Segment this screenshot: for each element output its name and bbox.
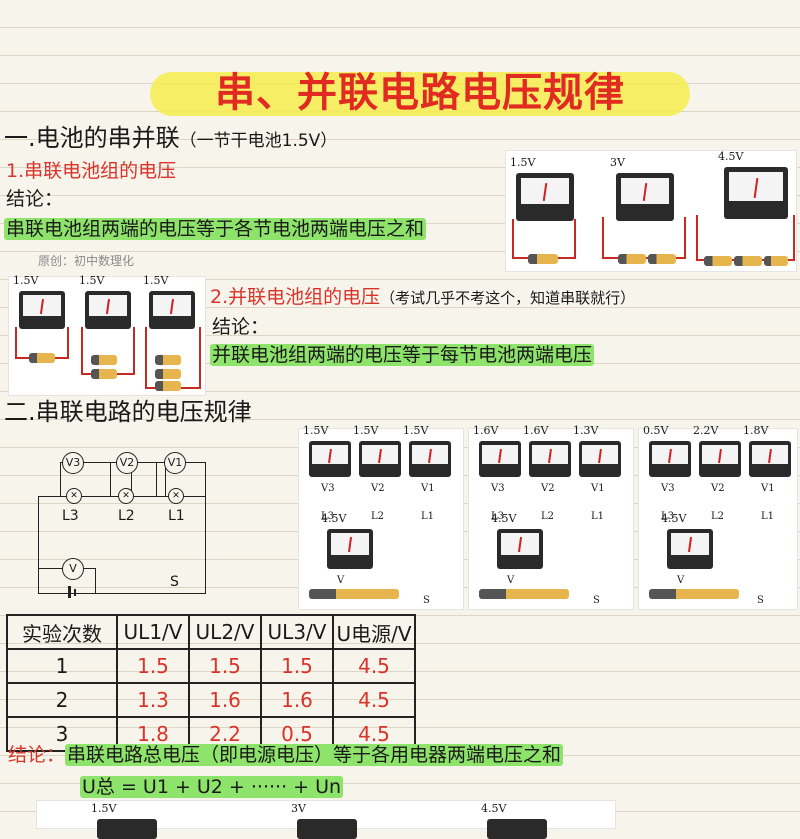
section2-heading: 二.串联电路的电压规律 xyxy=(4,398,252,426)
lamp-l2-symbol: ✕ xyxy=(118,488,134,504)
experiment-photo-1: 1.5V 1.5V 1.5V V3 V2 V1 L3 L2 L1 4.5V V … xyxy=(298,424,464,610)
source-voltmeter-symbol: V xyxy=(62,558,84,580)
section1-note: （一节干电池1.5V） xyxy=(179,131,338,151)
series-battery-photo: 1.5V 3V 4.5V xyxy=(505,150,797,272)
table-cell: 4.5 xyxy=(332,648,416,684)
lamp-l1-symbol: ✕ xyxy=(168,488,184,504)
sub2-conclusion: 并联电池组两端的电压等于每节电池两端电压 xyxy=(210,344,595,366)
table-cell: 1.5 xyxy=(260,648,334,684)
panel2-total-meter: 4.5V xyxy=(491,512,543,569)
lamp-l3-symbol: ✕ xyxy=(66,488,82,504)
table-row: 2 1.3 1.6 1.6 4.5 xyxy=(6,682,416,718)
voltmeter-v1-symbol: V1 xyxy=(164,452,186,474)
sub2-title: 2.并联电池组的电压（考试几乎不考这个，知道串联就行） xyxy=(210,286,636,308)
series-circuit-diagram: V3 V2 V1 ✕ ✕ ✕ L3 L2 L1 V S xyxy=(30,448,210,604)
voltmeter-p3: 1.5V xyxy=(143,274,195,329)
table-cell: 1.3 xyxy=(116,682,190,718)
sub1-title: 1.串联电池组的电压 xyxy=(6,160,177,182)
voltmeter-2: 3V xyxy=(610,156,674,221)
table-header-cell: UL1/V xyxy=(116,614,190,650)
voltmeter-p1: 1.5V xyxy=(13,274,65,329)
page-title: 串、并联电路电压规律 xyxy=(150,66,690,120)
table-cell: 1 xyxy=(6,648,118,684)
table-header-cell: U电源/V xyxy=(332,614,416,650)
watermark: 原创：初中数理化 xyxy=(38,254,135,268)
parallel-battery-photo: 1.5V 1.5V 1.5V xyxy=(8,274,206,396)
table-header-cell: UL3/V xyxy=(260,614,334,650)
panel1-meter-3: 1.5V xyxy=(403,424,451,477)
voltmeter-3: 4.5V xyxy=(718,150,788,219)
table-header-row: 实验次数 UL1/V UL2/V UL3/V U电源/V xyxy=(6,614,416,650)
section1-heading: 一.电池的串并联（一节干电池1.5V） xyxy=(4,124,338,152)
voltmeter-v3-symbol: V3 xyxy=(62,452,84,474)
panel2-meter-3: 1.3V xyxy=(573,424,621,477)
lamp-l1-label: L1 xyxy=(168,508,185,524)
bottom-meter-photo: 1.5V 3V 4.5V xyxy=(36,800,616,839)
voltmeter-p2: 1.5V xyxy=(79,274,131,329)
panel2-meter-2: 1.6V xyxy=(523,424,571,477)
section2-conclusion: 结论：串联电路总电压（即电源电压）等于各用电器两端电压之和 xyxy=(8,744,564,766)
table-cell: 1.5 xyxy=(188,648,262,684)
table-cell: 1.6 xyxy=(188,682,262,718)
table-cell: 1.6 xyxy=(260,682,334,718)
table-cell: 2 xyxy=(6,682,118,718)
table-row: 1 1.5 1.5 1.5 4.5 xyxy=(6,648,416,684)
panel3-meter-2: 2.2V xyxy=(693,424,741,477)
panel3-meter-3: 1.8V xyxy=(743,424,791,477)
switch-label: S xyxy=(170,574,179,590)
panel1-meter-2: 1.5V xyxy=(353,424,401,477)
experiment-photo-2: 1.6V 1.6V 1.3V V3 V2 V1 L3 L2 L1 4.5V V … xyxy=(468,424,634,610)
table-cell: 4.5 xyxy=(332,682,416,718)
sub1-conclusion: 串联电池组两端的电压等于各节电池两端电压之和 xyxy=(4,218,427,240)
panel1-total-meter: 4.5V xyxy=(321,512,373,569)
table-cell: 1.5 xyxy=(116,648,190,684)
voltage-formula: U总 = U1 + U2 + ······ + Un xyxy=(80,776,344,798)
panel2-meter-1: 1.6V xyxy=(473,424,521,477)
voltmeter-1: 1.5V xyxy=(510,156,574,221)
bottom-meter-3: 4.5V xyxy=(481,802,547,839)
lamp-l3-label: L3 xyxy=(62,508,79,524)
bottom-meter-2: 3V xyxy=(291,802,357,839)
table-header-cell: 实验次数 xyxy=(6,614,118,650)
panel1-meter-1: 1.5V xyxy=(303,424,351,477)
voltmeter-v2-symbol: V2 xyxy=(116,452,138,474)
lamp-l2-label: L2 xyxy=(118,508,135,524)
sub1-conclusion-label: 结论： xyxy=(6,188,64,210)
bottom-meter-1: 1.5V xyxy=(91,802,157,839)
sub2-conclusion-label: 结论： xyxy=(212,316,270,338)
panel3-meter-1: 0.5V xyxy=(643,424,691,477)
experiment-photo-3: 0.5V 2.2V 1.8V V3 V2 V1 L3 L2 L1 4.5V V … xyxy=(638,424,798,610)
table-header-cell: UL2/V xyxy=(188,614,262,650)
voltage-table: 实验次数 UL1/V UL2/V UL3/V U电源/V 1 1.5 1.5 1… xyxy=(6,614,416,752)
panel3-total-meter: 4.5V xyxy=(661,512,713,569)
